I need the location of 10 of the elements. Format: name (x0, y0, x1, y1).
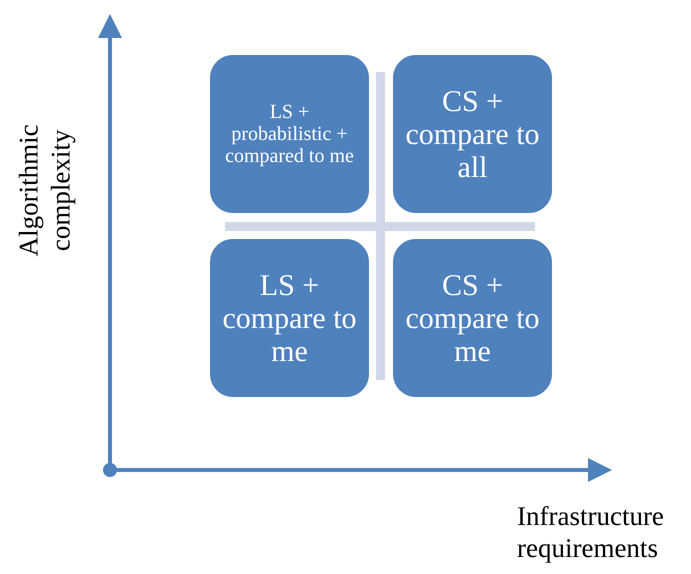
y-axis-label: Algorithmic complexity (12, 123, 77, 258)
quadrant-box (390, 52, 555, 216)
quadrant-text: LS + compare to me (221, 268, 358, 368)
quadrant-text: CS + compare to all (404, 84, 541, 184)
quadrant-box (207, 236, 372, 400)
x-axis-label: Infrastructure requirements (517, 500, 665, 565)
quadrant-text: CS + compare to me (404, 268, 541, 368)
quadrant-box (207, 52, 372, 216)
quadrant-box (390, 236, 555, 400)
quadrant-text: LS + probabilistic + compared to me (224, 101, 355, 167)
